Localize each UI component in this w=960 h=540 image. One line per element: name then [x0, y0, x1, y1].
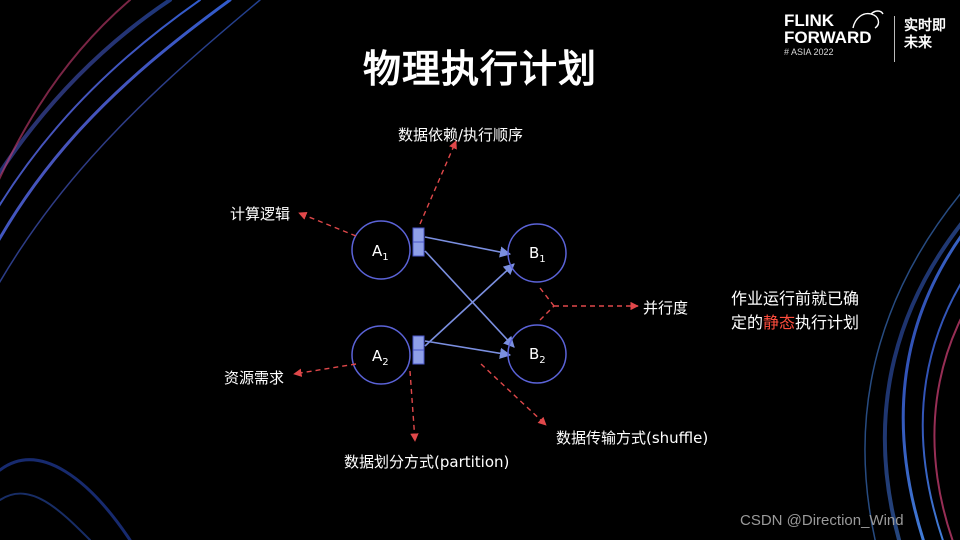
- node-b1-label: B1: [529, 244, 546, 265]
- edge-a2-b2: [424, 340, 512, 359]
- logo-sub-line: # ASIA 2022: [784, 47, 896, 57]
- partition-block-a1-bottom: [412, 241, 425, 257]
- label-compute-logic: 计算逻辑: [230, 205, 291, 223]
- node-a1-circle: [351, 220, 411, 280]
- note-highlight: 静态: [763, 313, 796, 332]
- logo-cn-line-1: 实时即: [904, 18, 946, 34]
- node-a1-label: A1: [372, 242, 389, 263]
- logo-chinese: 实时即 未来: [904, 18, 946, 52]
- label-shuffle: 数据传输方式(shuffle): [556, 429, 709, 447]
- page-title: 物理执行计划: [362, 47, 597, 91]
- partition-blocks: [412, 227, 425, 365]
- node-b1-circle: [507, 223, 567, 283]
- label-resource: 资源需求: [224, 369, 285, 387]
- label-partition: 数据划分方式(partition): [344, 453, 510, 471]
- flink-forward-logo: FLINK FORWARD # ASIA 2022: [784, 10, 896, 57]
- partition-block-a2-top: [412, 335, 425, 351]
- node-a2-label: A2: [372, 347, 389, 368]
- arrow-to-compute-logic: [298, 211, 357, 237]
- operator-nodes: [351, 220, 567, 385]
- logo-sub-text: # ASIA 2022: [784, 47, 834, 57]
- arrow-to-resource: [293, 363, 357, 377]
- partition-block-a2-bottom: [412, 349, 425, 365]
- arrow-to-dependency: [419, 140, 457, 225]
- logo-divider: [894, 16, 895, 62]
- data-edges: [424, 236, 515, 359]
- edge-a2-b1: [424, 263, 515, 347]
- note-line-2-prefix: 定的: [731, 313, 764, 332]
- node-b2-label: B2: [529, 345, 546, 366]
- note-line-2: 定的静态执行计划: [731, 311, 859, 335]
- partition-block-a1-top: [412, 227, 425, 243]
- arrow-to-shuffle: [480, 363, 547, 426]
- csdn-watermark: CSDN @Direction_Wind: [740, 512, 904, 529]
- arrow-b1-parallelism: [539, 287, 555, 307]
- logo-line-1: FLINK: [784, 11, 835, 30]
- node-b2-circle: [507, 324, 567, 384]
- label-parallelism: 并行度: [643, 299, 689, 317]
- static-plan-note: 作业运行前就已确 定的静态执行计划: [731, 287, 859, 335]
- edge-a1-b1: [424, 236, 512, 258]
- edge-a1-b2: [424, 250, 515, 348]
- squirrel-icon: [852, 10, 884, 29]
- note-line-1: 作业运行前就已确: [731, 289, 860, 308]
- logo-line-2: FORWARD: [784, 28, 872, 47]
- node-a2-circle: [351, 325, 411, 385]
- note-line-2-suffix: 执行计划: [795, 313, 860, 332]
- arrow-to-partition: [409, 370, 419, 442]
- arrow-b2-parallelism: [539, 305, 555, 321]
- logo-cn-line-2: 未来: [904, 35, 932, 51]
- label-dependency: 数据依赖/执行顺序: [398, 126, 524, 144]
- annotation-arrows: [293, 140, 639, 442]
